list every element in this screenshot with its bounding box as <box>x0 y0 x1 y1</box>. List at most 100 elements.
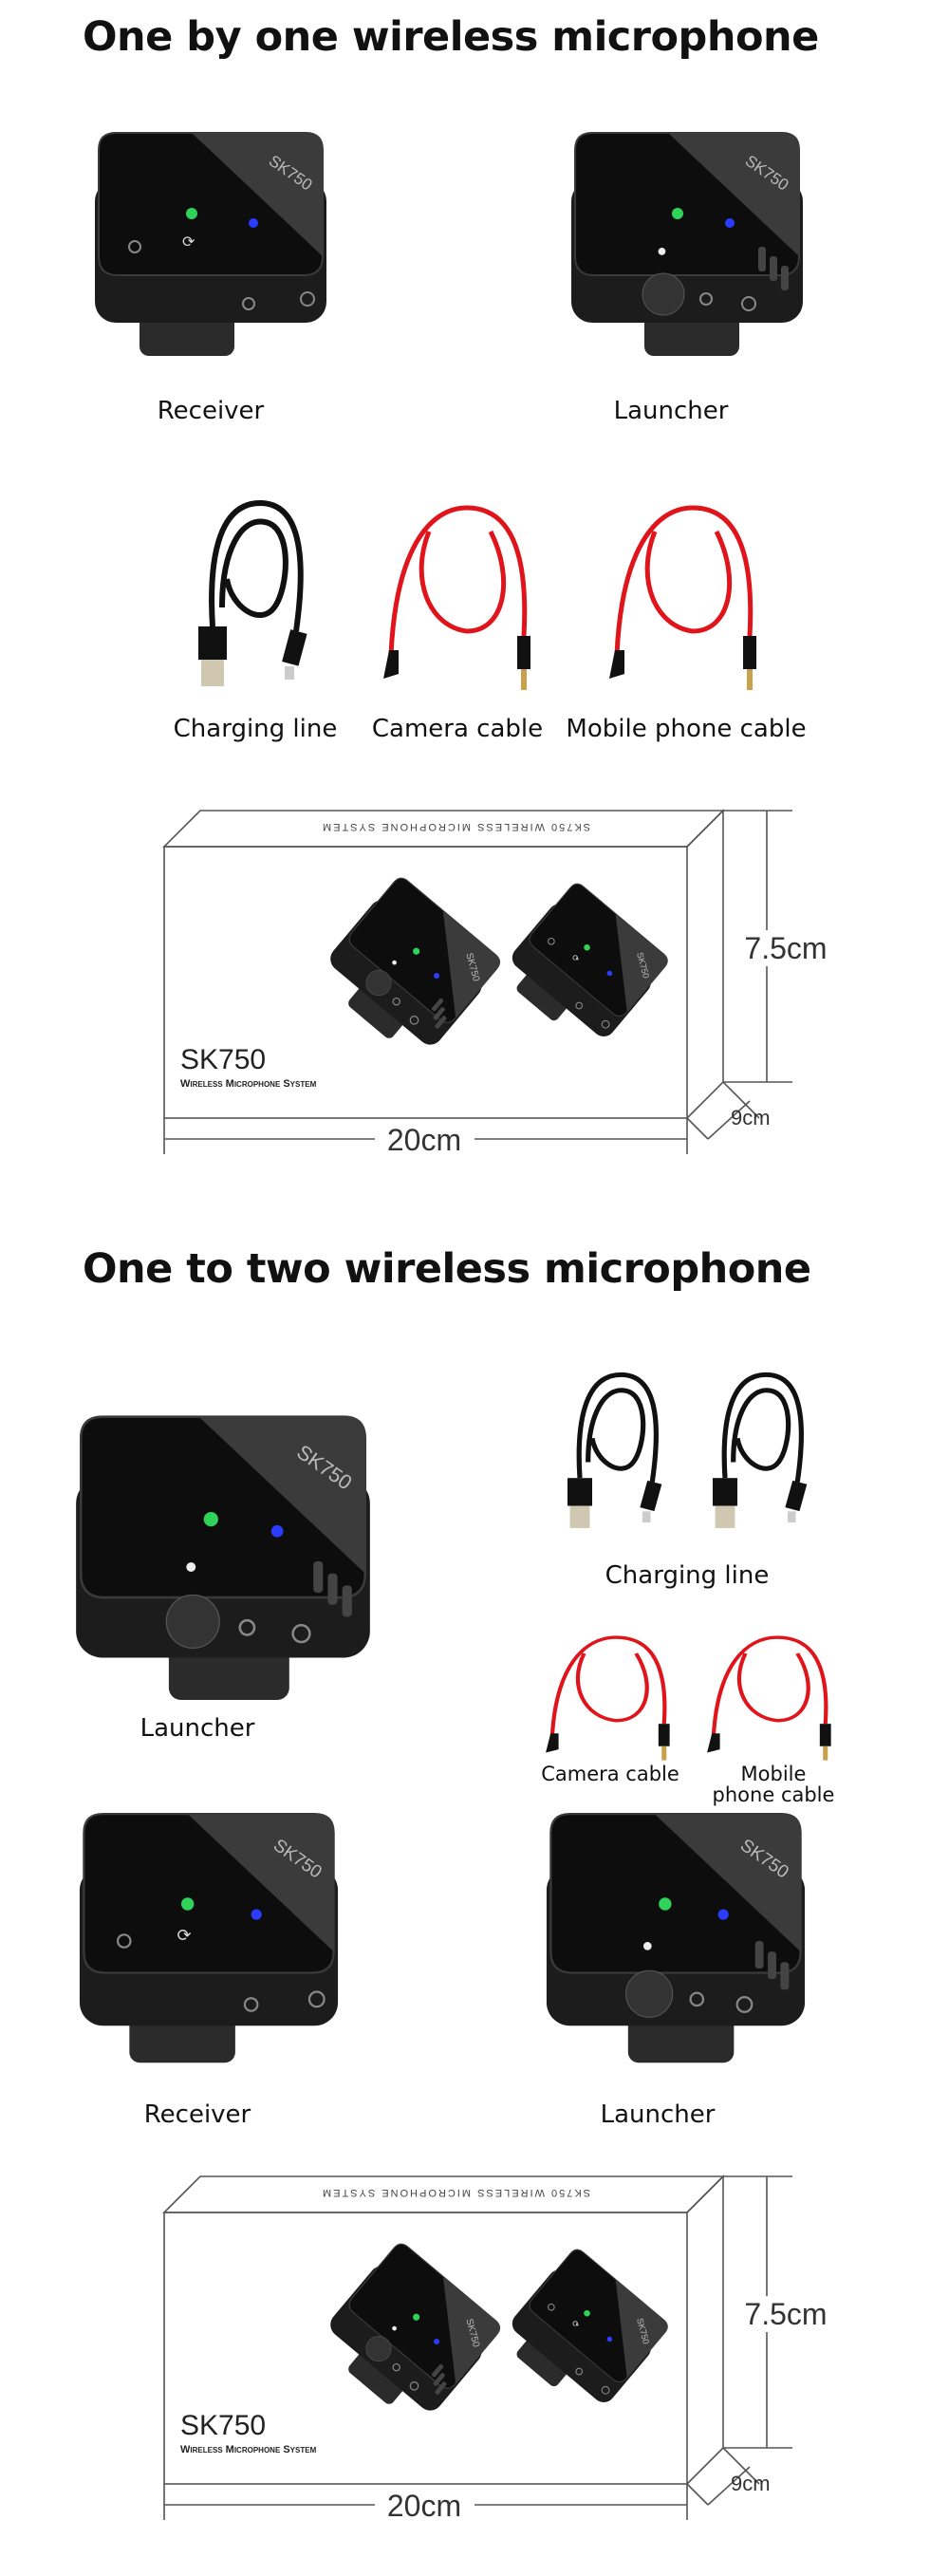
box-height-label: 7.5cm <box>744 931 827 965</box>
headphone-port-icon <box>575 1001 584 1010</box>
cable-loop <box>576 1372 659 1483</box>
box-depth-label: 9cm <box>731 2472 771 2495</box>
charging-cable-image <box>555 1367 679 1538</box>
mobile-phone-cable-label: Mobile phone cable <box>712 1763 835 1807</box>
side-button <box>433 1007 445 1020</box>
green-led-icon <box>584 943 590 951</box>
right-angle-jack <box>609 650 624 679</box>
usb-a-plug <box>198 626 227 660</box>
mic-grille-icon <box>165 1594 220 1650</box>
blue-led-icon <box>434 973 440 980</box>
mic-grille-icon <box>365 970 392 997</box>
green-led-icon <box>672 208 683 219</box>
side-button <box>431 998 444 1012</box>
power-button-icon <box>307 1990 326 2008</box>
packaging-box-diagram: SK750 WIRELESS MICROPHONE SYSTEM SK750 W… <box>0 2163 949 2533</box>
signal-icon: ⟳ <box>182 234 195 251</box>
audio-port-icon <box>689 1991 705 2007</box>
signal-icon: ⟳ <box>177 1926 192 1945</box>
audio-port-icon <box>238 1618 256 1636</box>
side-button <box>781 266 789 290</box>
box-front-face <box>163 846 688 1119</box>
receiver-device-image: SK750⟳ <box>66 1803 351 2079</box>
audio-port-icon <box>128 240 141 253</box>
charging-line-label: Charging line <box>173 715 338 743</box>
charging-cable-image <box>184 494 326 698</box>
device-top-highlight <box>615 2279 668 2378</box>
side-button <box>327 1573 338 1605</box>
width-dimension-line <box>163 1118 688 1154</box>
right-angle-jack <box>383 650 399 679</box>
power-button-icon <box>741 296 756 311</box>
headphone-port-icon <box>242 297 255 310</box>
power-button-icon <box>601 1019 610 1029</box>
mic-icon: ● <box>657 241 667 260</box>
width-dimension-line <box>163 2484 688 2520</box>
power-button-icon <box>601 2385 610 2395</box>
mobile-phone-cable-label: Mobile phone cable <box>566 715 807 743</box>
headphone-port-icon <box>243 1997 259 2012</box>
mic-grille-icon <box>625 1969 674 2018</box>
launcher-device-image: SK750● <box>533 1803 818 2079</box>
mic-grille-icon <box>642 272 685 316</box>
device-top-highlight <box>192 133 323 256</box>
usb-a-plug <box>568 1478 592 1506</box>
right-angle-jack <box>546 1733 559 1753</box>
blue-led-icon <box>270 1524 284 1538</box>
jack-tip <box>521 669 527 690</box>
jack-tip <box>747 669 753 690</box>
blue-led-icon <box>606 970 613 977</box>
audio-port-icon <box>548 937 555 945</box>
mobile-cable-image <box>598 494 778 698</box>
box-width-label: 20cm <box>387 2489 461 2523</box>
jack-tip <box>661 1745 667 1761</box>
cable-loop <box>388 505 528 656</box>
box-front-face <box>163 2212 688 2485</box>
power-button-icon <box>735 1996 754 2013</box>
cable-loop <box>614 505 754 656</box>
green-led-icon <box>584 2309 590 2317</box>
box-launcher-image: SK750● <box>330 877 501 1045</box>
mic-icon: ● <box>642 1935 653 1956</box>
receiver-device-image: SK750⟳ <box>87 123 334 370</box>
green-led-icon <box>413 947 420 955</box>
box-depth-label: 9cm <box>731 1106 771 1129</box>
camera-cable-label: Camera cable <box>541 1763 679 1785</box>
cable-loop <box>711 1635 828 1737</box>
receiver-label: Receiver <box>143 2100 251 2129</box>
usb-a-metal <box>569 1505 590 1528</box>
micro-usb-metal <box>642 1511 651 1523</box>
side-button <box>433 2373 445 2386</box>
blue-led-icon <box>717 1909 729 1920</box>
device-top-highlight <box>654 1814 801 1952</box>
side-button <box>754 1941 764 1969</box>
depth-dimension-line <box>686 2447 760 2506</box>
straight-jack <box>658 1724 670 1746</box>
micro-usb-plug <box>282 629 307 666</box>
headphone-port-icon <box>575 2367 584 2376</box>
power-button-icon <box>409 2381 419 2391</box>
right-angle-jack <box>707 1733 720 1753</box>
micro-usb-metal <box>285 666 294 680</box>
device-top-highlight <box>198 1416 365 1574</box>
straight-jack <box>517 636 530 669</box>
mobile-cable-image <box>698 1628 849 1765</box>
side-button <box>768 1951 776 1980</box>
box-subtitle: Wireless Microphone System <box>180 2444 317 2455</box>
height-dimension-line <box>723 2175 792 2449</box>
camera-cable-image <box>536 1628 688 1765</box>
power-button-icon <box>409 1016 419 1025</box>
launcher-label: Launcher <box>613 397 729 425</box>
blue-led-icon <box>434 2339 440 2345</box>
box-width-label: 20cm <box>387 1123 461 1157</box>
micro-usb-plug <box>640 1480 662 1512</box>
box-top-text: SK750 WIRELESS MICROPHONE SYSTEM <box>321 821 590 832</box>
side-button <box>431 2363 444 2378</box>
box-brand: SK750 <box>180 2410 266 2441</box>
device-top-highlight <box>668 133 799 256</box>
box-height-label: 7.5cm <box>744 2297 827 2331</box>
blue-led-icon <box>606 2336 613 2343</box>
side-button <box>342 1585 352 1617</box>
device-top-highlight <box>442 910 500 1018</box>
cable-loop <box>721 1372 804 1483</box>
